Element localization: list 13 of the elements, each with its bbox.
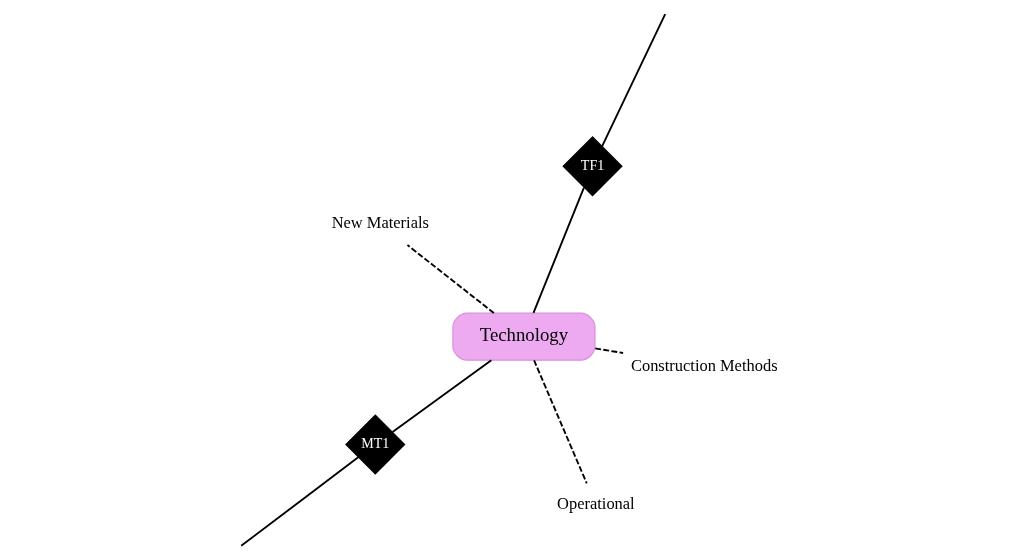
connector [239,456,359,547]
node-diamond: MT1 [344,414,405,475]
node-diamond: TF1 [561,136,623,197]
connector [593,347,624,354]
node-text: New Materials [331,213,429,233]
connector [391,359,492,433]
node-box: Technology [451,312,596,361]
node-text: Construction Methods [630,355,778,375]
connector [600,13,666,148]
node-text: Operational [556,494,635,514]
connector [406,244,495,314]
connector [532,186,585,314]
connector [532,359,588,485]
